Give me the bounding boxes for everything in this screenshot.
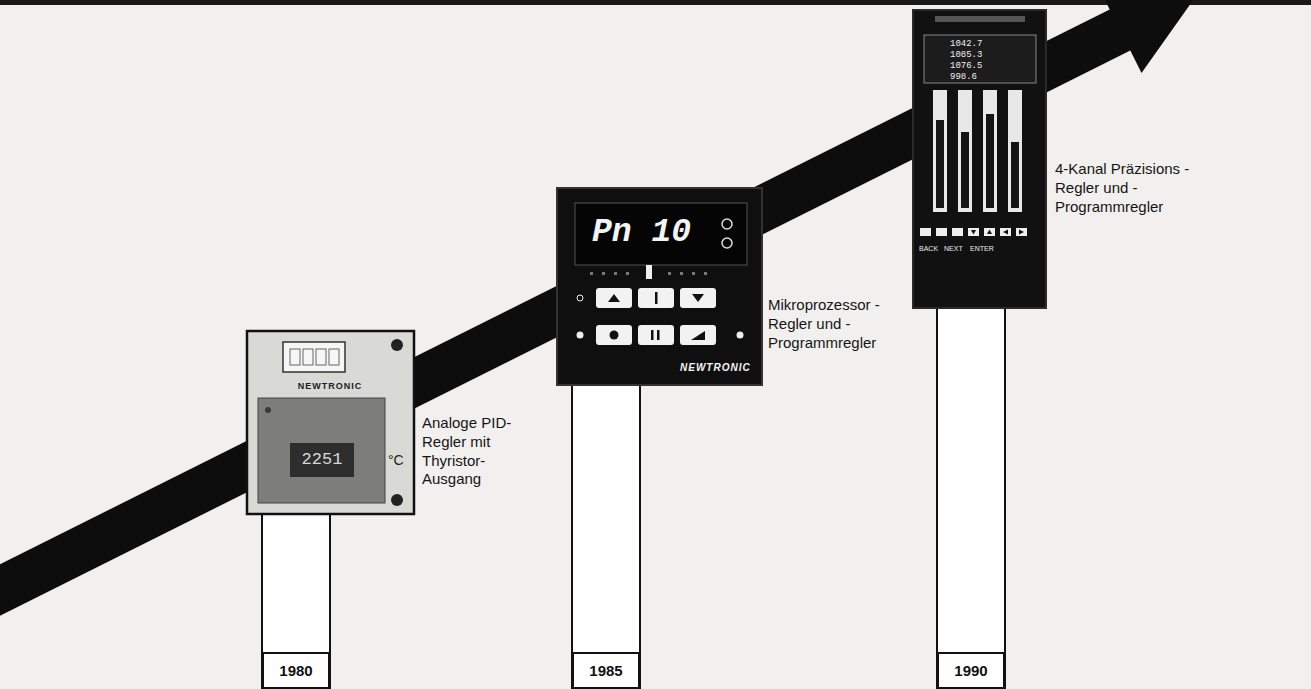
display-value: 2251 <box>290 450 354 470</box>
key-label: NEXT <box>944 245 963 253</box>
microprocessor-controller-part <box>646 265 652 279</box>
four-channel-controller-part <box>935 16 1025 22</box>
microprocessor-controller-part <box>692 294 704 302</box>
analog-controller-part <box>290 349 300 365</box>
four-channel-controller-part <box>1016 228 1027 236</box>
microprocessor-controller-part <box>737 332 744 339</box>
microprocessor-controller-part <box>610 331 619 340</box>
microprocessor-controller-part <box>577 332 584 339</box>
four-channel-controller-part <box>936 228 947 236</box>
year-label: 1980 <box>279 662 312 679</box>
analog-controller-part <box>290 443 354 477</box>
caption: Analoge PID-Regler mit Thyristor-Ausgang <box>422 414 524 489</box>
microprocessor-controller-part <box>596 325 632 345</box>
microprocessor-controller-part <box>602 272 605 275</box>
microprocessor-controller-part <box>691 331 705 340</box>
microprocessor-controller-part <box>626 272 629 275</box>
analog-controller-part <box>258 398 385 503</box>
four-channel-controller-part <box>961 132 969 208</box>
display-value: 998.6 <box>950 72 977 82</box>
microprocessor-controller-part <box>608 294 620 302</box>
analog-controller-part <box>283 342 345 372</box>
four-channel-controller <box>913 10 1046 308</box>
four-channel-controller-part <box>924 35 1036 83</box>
microprocessor-controller <box>557 188 762 385</box>
four-channel-controller-part <box>958 90 972 212</box>
post-part <box>937 308 1005 689</box>
microprocessor-controller-part <box>638 288 674 308</box>
year-box: 1985 <box>572 652 640 689</box>
four-channel-controller-part <box>913 10 1046 308</box>
analog-controller-part <box>265 407 271 413</box>
microprocessor-controller-part <box>692 272 695 275</box>
microprocessor-controller-part <box>596 288 632 308</box>
post-part <box>262 514 330 689</box>
four-channel-controller-part <box>936 120 944 208</box>
analog-controller-part <box>247 331 414 514</box>
year-label: 1990 <box>954 662 987 679</box>
display-value: 1076.5 <box>950 61 982 71</box>
analog-controller-part <box>316 349 326 365</box>
caption: 4-Kanal Präzisions -Regler und -Programm… <box>1055 160 1197 216</box>
microprocessor-controller-part <box>722 219 732 229</box>
four-channel-controller-part <box>987 230 992 235</box>
analog-controller-part <box>391 339 403 351</box>
microprocessor-controller-part <box>575 203 747 265</box>
display-value: Pn 10 <box>592 214 691 252</box>
microprocessor-controller-part <box>638 325 674 345</box>
microprocessor-controller-part <box>651 330 654 340</box>
brand-name: NEWTRONIC <box>290 381 370 391</box>
four-channel-controller-part <box>920 228 931 236</box>
key-label: BACK <box>919 245 938 253</box>
post-part <box>572 385 640 689</box>
year-box: 1980 <box>262 652 330 689</box>
four-channel-controller-part <box>971 230 976 235</box>
display-value: 1085.3 <box>950 50 982 60</box>
four-channel-controller-part <box>1019 230 1024 235</box>
display-value: 1042.7 <box>950 39 982 49</box>
four-channel-controller-part <box>1011 142 1019 208</box>
four-channel-controller-part <box>968 228 979 236</box>
four-channel-controller-part <box>1000 228 1011 236</box>
brand-name: NEWTRONIC <box>680 362 751 374</box>
analog-controller-part <box>391 494 403 506</box>
microprocessor-controller-part <box>614 272 617 275</box>
four-channel-controller-part <box>1003 230 1008 235</box>
four-channel-controller-part <box>952 228 963 236</box>
microprocessor-controller-part <box>680 325 716 345</box>
key-label: ENTER <box>970 245 994 253</box>
analog-controller <box>247 331 414 514</box>
analog-controller-part <box>329 349 339 365</box>
microprocessor-controller-part <box>557 188 762 385</box>
microprocessor-controller-part <box>680 272 683 275</box>
microprocessor-controller-part <box>722 238 732 248</box>
four-channel-controller-part <box>984 228 995 236</box>
four-channel-controller-part <box>1008 90 1022 212</box>
microprocessor-controller-part <box>655 292 658 304</box>
analog-controller-part <box>303 349 313 365</box>
microprocessor-controller-part <box>590 272 593 275</box>
unit-label: °C <box>388 452 404 468</box>
four-channel-controller-part <box>983 90 997 212</box>
microprocessor-controller-part <box>704 272 707 275</box>
microprocessor-controller-part <box>577 295 583 301</box>
microprocessor-controller-part <box>680 288 716 308</box>
year-box: 1990 <box>937 652 1005 689</box>
caption: Mikroprozessor -Regler und -Programmregl… <box>768 296 894 352</box>
year-label: 1985 <box>589 662 622 679</box>
microprocessor-controller-part <box>657 330 660 340</box>
microprocessor-controller-part <box>668 272 671 275</box>
four-channel-controller-part <box>933 90 947 212</box>
four-channel-controller-part <box>986 114 994 208</box>
